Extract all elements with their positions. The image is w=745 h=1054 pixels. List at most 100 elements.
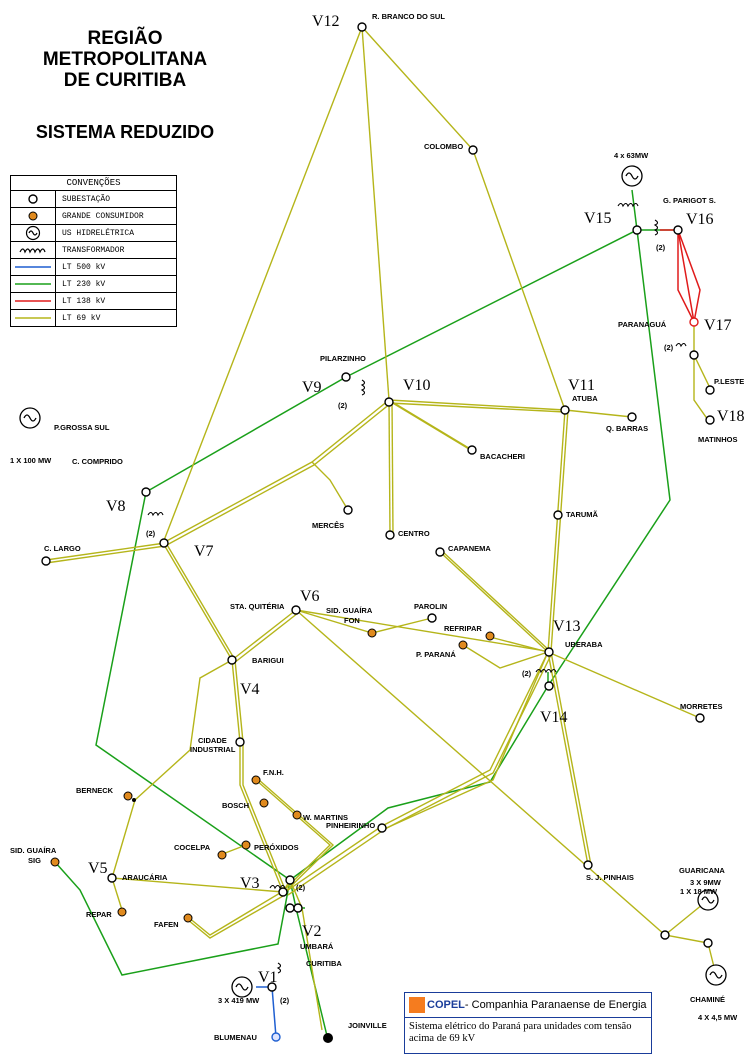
- label-araucaria: ARAUCÁRIA: [122, 873, 168, 882]
- substation-icon: [695, 713, 705, 723]
- label-chamine: CHAMINÉ: [690, 995, 725, 1004]
- label-umbara: UMBARÁ: [300, 942, 334, 951]
- substation-icon: [705, 385, 715, 395]
- label-cid-ind-2: INDUSTRIAL: [190, 745, 236, 754]
- substation-icon: [553, 510, 563, 520]
- bus-v7: V7: [194, 543, 214, 560]
- line-230kv: [145, 376, 347, 493]
- line-69kv: [187, 892, 281, 936]
- line-69kv: [239, 742, 284, 893]
- legend-label: US HIDRELÉTRICA: [62, 228, 135, 238]
- legend-label: TRANSFORMADOR: [62, 245, 125, 255]
- substation-icon: [291, 605, 301, 615]
- line-69kv: [233, 612, 299, 664]
- line-230kv-swatch: [11, 276, 56, 292]
- label-colombo: COLOMBO: [424, 142, 463, 151]
- line-69kv: [162, 399, 390, 544]
- copel-company: - Companhia Paranaense de Energia: [464, 999, 647, 1011]
- label-count: (2): [296, 883, 306, 892]
- title-line-3: DE CURITIBA: [63, 70, 187, 91]
- substation-icon: [267, 982, 277, 992]
- consumer-icon: [50, 857, 60, 867]
- label-sid-sig-2: SIG: [28, 856, 41, 865]
- consumer-icon: [458, 640, 468, 650]
- label-refripar: REFRIPAR: [444, 624, 482, 633]
- junction-dot: [132, 798, 136, 802]
- line-500kv: [271, 986, 277, 1038]
- line-230kv: [631, 189, 638, 231]
- bus-v8: V8: [106, 498, 126, 515]
- lines-500kv: [256, 986, 277, 1038]
- consumer-icon: [11, 208, 56, 224]
- line-138kv-swatch: [11, 293, 56, 309]
- transformer-icon: [269, 884, 286, 890]
- line-69kv: [381, 651, 549, 831]
- label-pilarzinho: PILARZINHO: [320, 354, 366, 363]
- label-parolin: PAROLIN: [414, 602, 447, 611]
- line-69kv: [693, 322, 709, 421]
- label-cid-ind-1: CIDADE: [198, 736, 227, 745]
- legend-row-lt69: LT 69 kV: [11, 310, 176, 326]
- line-69kv: [162, 25, 566, 544]
- bus-v15: V15: [584, 210, 612, 227]
- substation-icon: [384, 397, 394, 407]
- label-repar: REPAR: [86, 910, 112, 919]
- line-69kv: [255, 779, 332, 893]
- substation-icon: [343, 505, 353, 515]
- legend-label: SUBESTAÇÃO: [62, 194, 111, 204]
- label-cocelpa: COCELPA: [174, 843, 211, 852]
- legend-label: LT 138 kV: [62, 296, 106, 306]
- bus-v13: V13: [553, 618, 581, 635]
- substation-icon: [427, 613, 437, 623]
- copel-description: Sistema elétrico do Paraná para unidades…: [409, 1021, 632, 1044]
- label-sid-fon-2: FON: [344, 616, 360, 625]
- consumer-icon: [217, 850, 227, 860]
- substation-icon: [467, 445, 477, 455]
- line-69kv: [45, 542, 166, 561]
- label-fnh: F.N.H.: [263, 768, 284, 777]
- bus-v6: V6: [300, 588, 320, 605]
- label-count: (2): [664, 343, 674, 352]
- substation-icon: [285, 903, 295, 913]
- line-69kv: [295, 609, 717, 976]
- line-138kv: [660, 229, 701, 323]
- label-centro: CENTRO: [398, 529, 430, 538]
- generators: [19, 165, 727, 998]
- label-fafen: FAFEN: [154, 920, 179, 929]
- label-count: (2): [522, 669, 532, 678]
- consumer-icon: [367, 628, 377, 638]
- substations: [41, 22, 715, 1042]
- bus-v14: V14: [540, 709, 568, 726]
- line-138kv: [677, 230, 695, 323]
- line-69kv: [165, 542, 244, 743]
- substation-icon: [660, 930, 670, 940]
- legend-row-lt138: LT 138 kV: [11, 293, 176, 310]
- copel-footer: COPEL - Companhia Paranaense de Energia …: [404, 992, 652, 1054]
- line-69kv: [388, 402, 566, 413]
- station-labels: R. BRANCO DO SUL COLOMBO 4 x 63MW G. PAR…: [10, 12, 744, 1042]
- line-69kv: [242, 742, 287, 893]
- line-69kv: [187, 895, 284, 939]
- line-230kv: [345, 229, 638, 378]
- line-230kv: [289, 229, 671, 881]
- hydro-plant-icon: [11, 225, 56, 241]
- line-69kv: [287, 654, 552, 896]
- label-peroxidos: PERÓXIDOS: [254, 843, 299, 852]
- substation-icon: [227, 655, 237, 665]
- label-blumenau: BLUMENAU: [214, 1033, 257, 1042]
- label-c-largo: C. LARGO: [44, 544, 81, 553]
- bus-v10: V10: [403, 377, 431, 394]
- legend-header: CONVENÇÕES: [11, 176, 176, 191]
- label-gen-guar-2: 1 X 18 MW: [680, 887, 718, 896]
- title-line-1: REGIÃO: [87, 28, 163, 49]
- line-69kv: [489, 636, 549, 653]
- transformers: [147, 202, 687, 974]
- hydro-plant-icon: [231, 976, 253, 998]
- legend-label: GRANDE CONSUMIDOR: [62, 211, 144, 221]
- substation-icon: [271, 1032, 281, 1042]
- line-69kv: [311, 461, 349, 511]
- lines-230kv: [54, 189, 678, 1041]
- bus-v9: V9: [302, 379, 322, 396]
- line-69kv: [439, 551, 549, 653]
- label-capanema: CAPANEMA: [448, 544, 491, 553]
